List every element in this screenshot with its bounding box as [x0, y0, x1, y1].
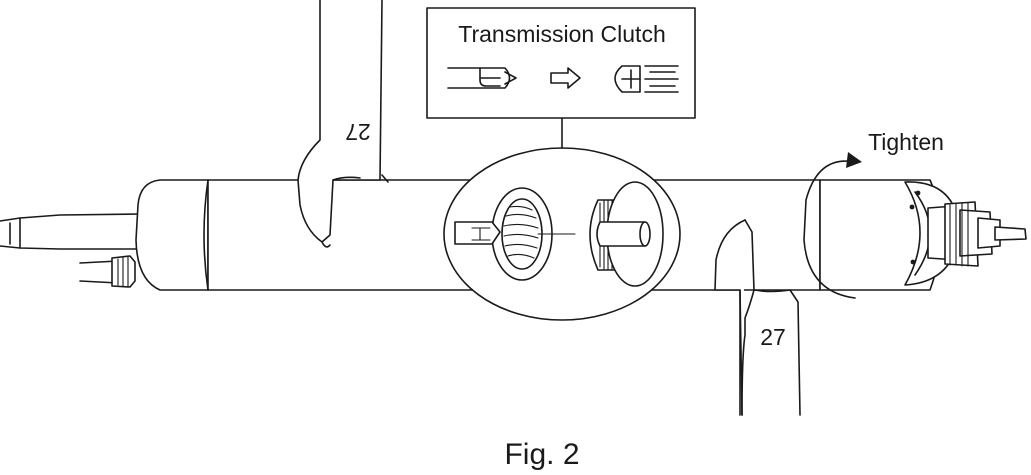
wrench-left-size-label: 27	[345, 119, 371, 145]
transmission-clutch-inset	[426, 7, 696, 119]
tighten-arrow	[803, 152, 862, 299]
collet-assembly	[927, 201, 1027, 267]
tighten-label: Tighten	[868, 129, 944, 155]
wrench-right-size-label: 27	[760, 324, 786, 350]
wrench-right	[714, 219, 801, 416]
power-cable	[0, 213, 141, 250]
figure-caption: Fig. 2	[504, 438, 579, 471]
inset-title: Transmission Clutch	[458, 21, 665, 47]
clutch-detail-ellipse	[443, 147, 681, 321]
wrench-left	[297, 0, 389, 248]
hose	[79, 255, 136, 288]
